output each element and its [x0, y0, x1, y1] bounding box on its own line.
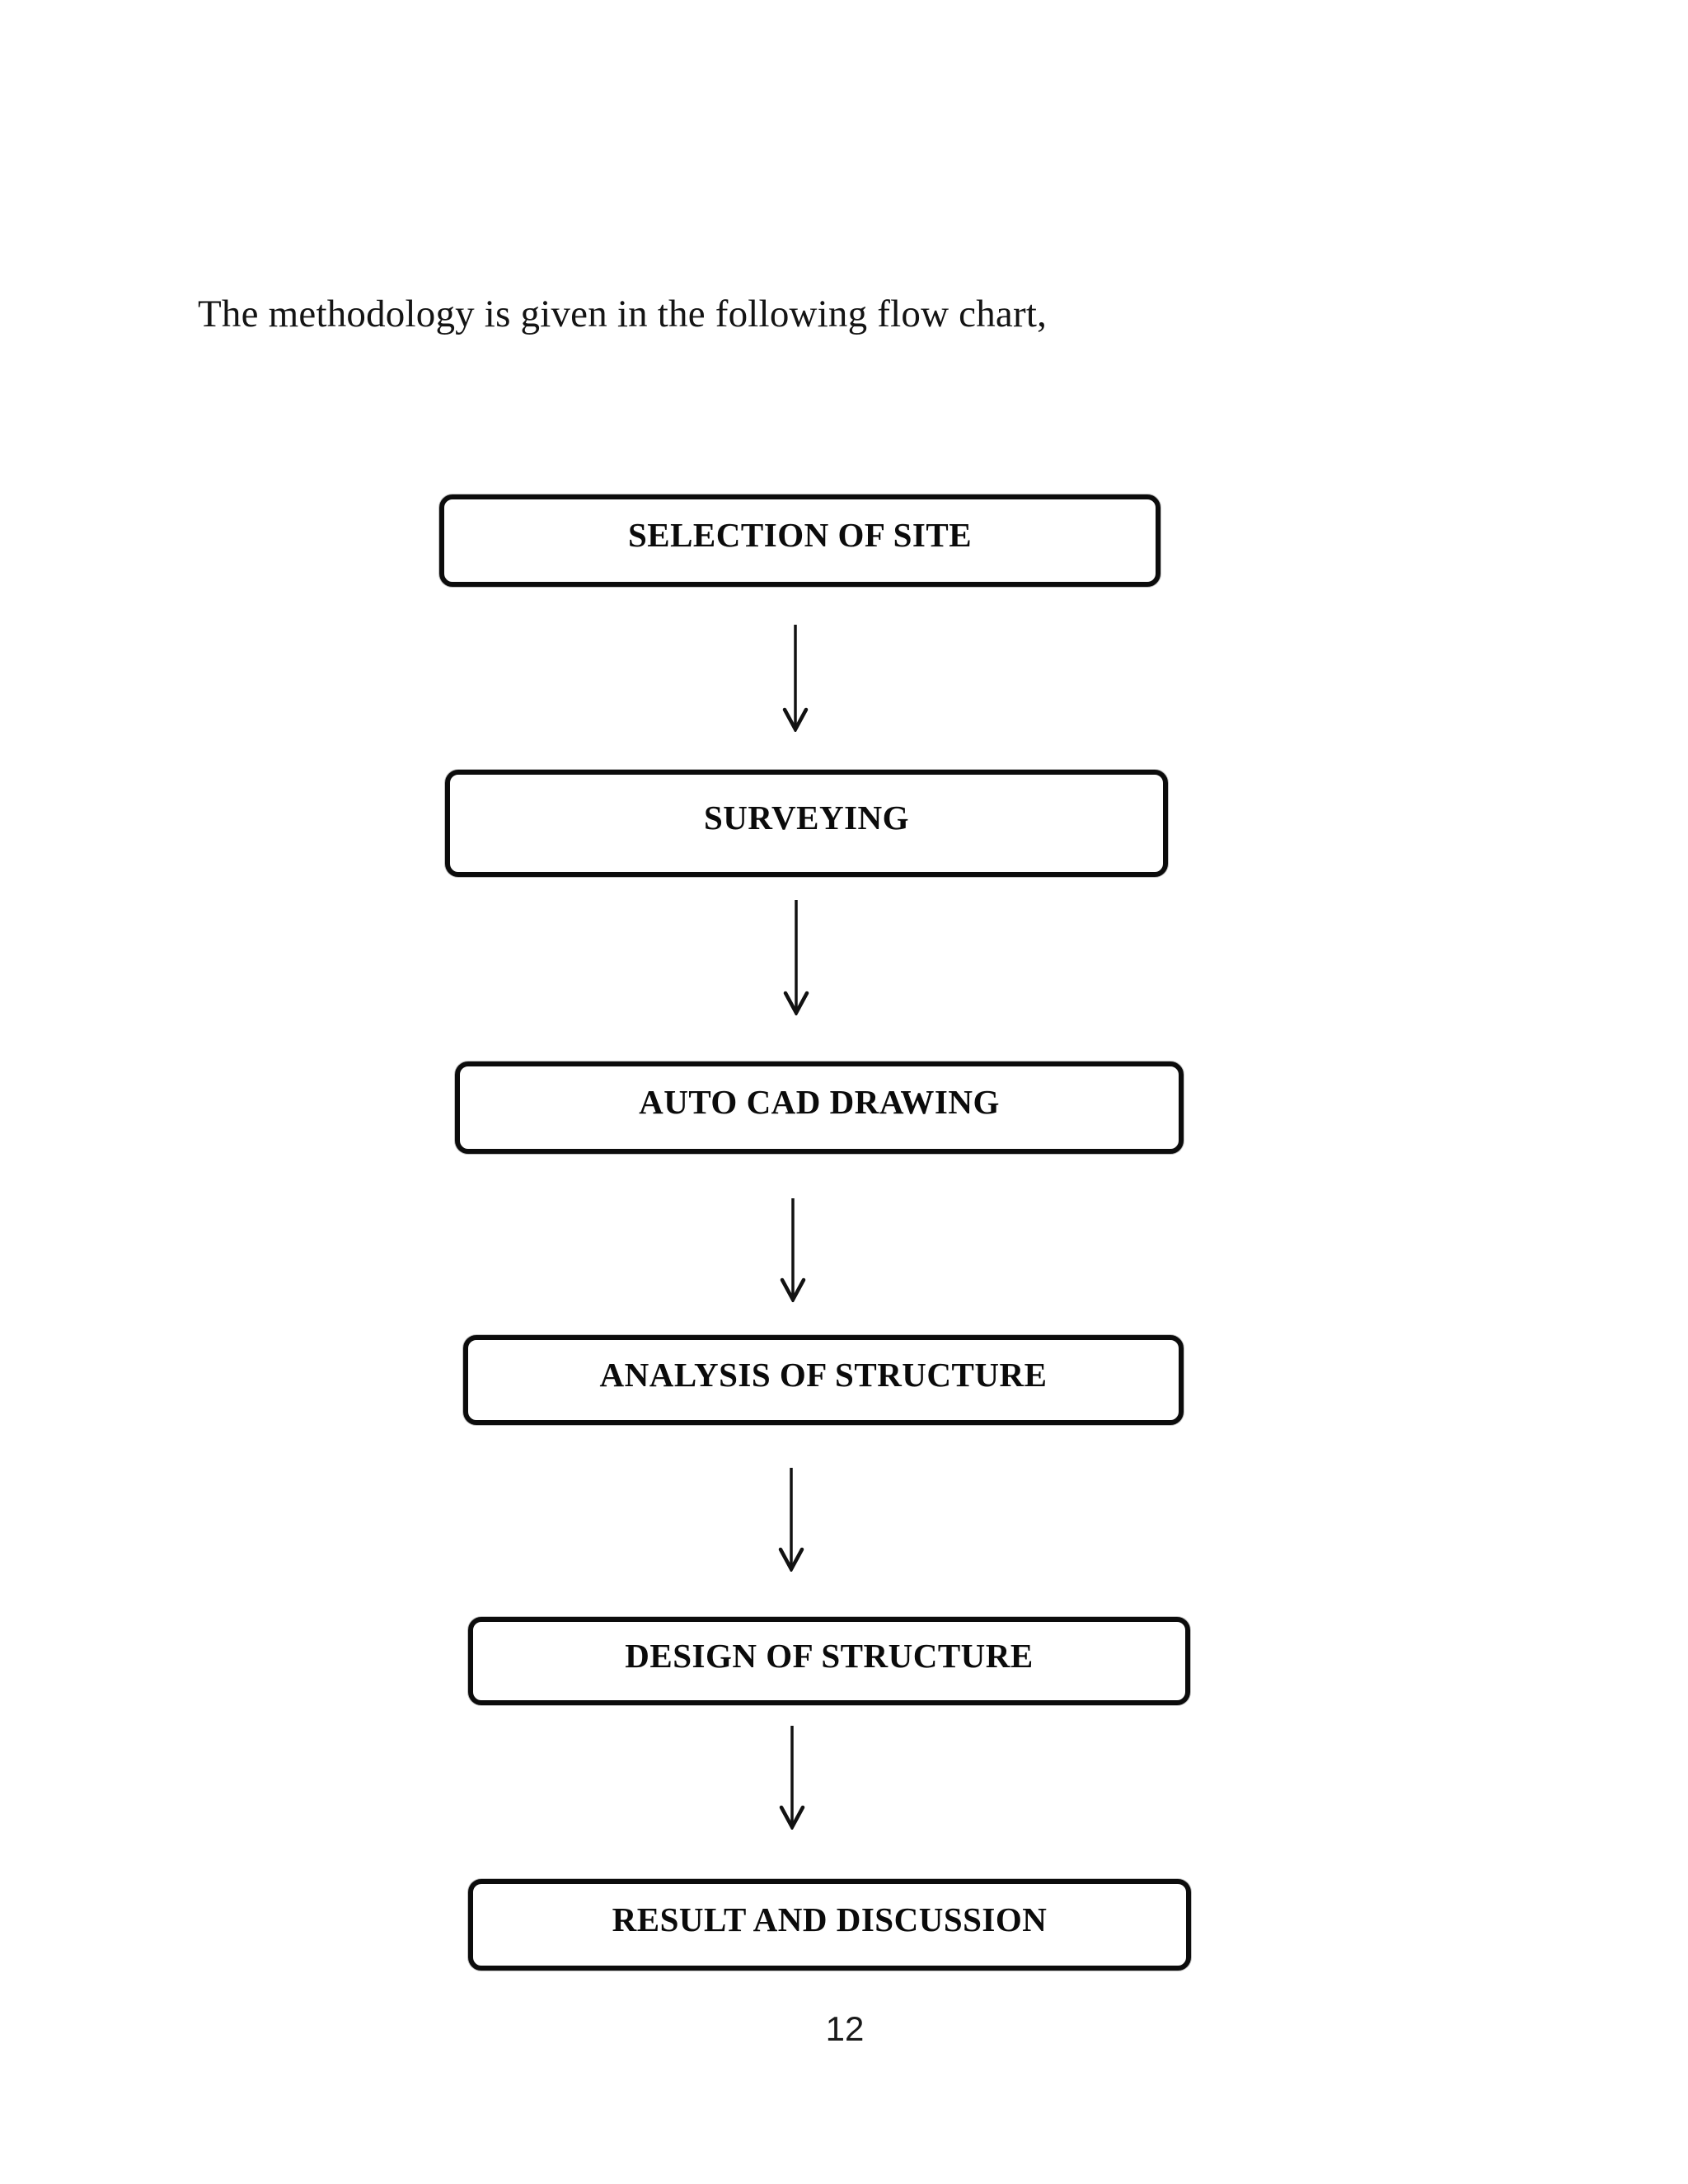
arrow-down-icon [780, 1198, 806, 1302]
flow-step-label: AUTO CAD DRAWING [639, 1083, 1000, 1121]
arrow-down-icon [783, 900, 809, 1015]
flow-step-design-of-structure: DESIGN OF STRUCTURE [468, 1617, 1190, 1705]
flow-step-analysis-of-structure: ANALYSIS OF STRUCTURE [463, 1335, 1184, 1425]
flow-step-selection-of-site: SELECTION OF SITE [439, 494, 1160, 587]
flow-step-label: SELECTION OF SITE [627, 516, 973, 554]
arrow-down-icon [782, 625, 809, 732]
flow-step-label: ANALYSIS OF STRUCTURE [599, 1355, 1048, 1394]
flow-step-label: SURVEYING [703, 799, 910, 837]
flow-step-surveying: SURVEYING [445, 770, 1168, 877]
flow-step-auto-cad-drawing: AUTO CAD DRAWING [455, 1062, 1184, 1154]
flow-step-label: DESIGN OF STRUCTURE [625, 1636, 1034, 1675]
flow-step-result-and-discussion: RESULT AND DISCUSSION [468, 1879, 1191, 1971]
arrow-down-icon [778, 1468, 804, 1572]
intro-text: The methodology is given in the followin… [198, 293, 1048, 335]
arrow-down-icon [779, 1726, 805, 1830]
page-number: 12 [825, 2009, 865, 2048]
flow-step-label: RESULT AND DISCUSSION [612, 1900, 1048, 1938]
